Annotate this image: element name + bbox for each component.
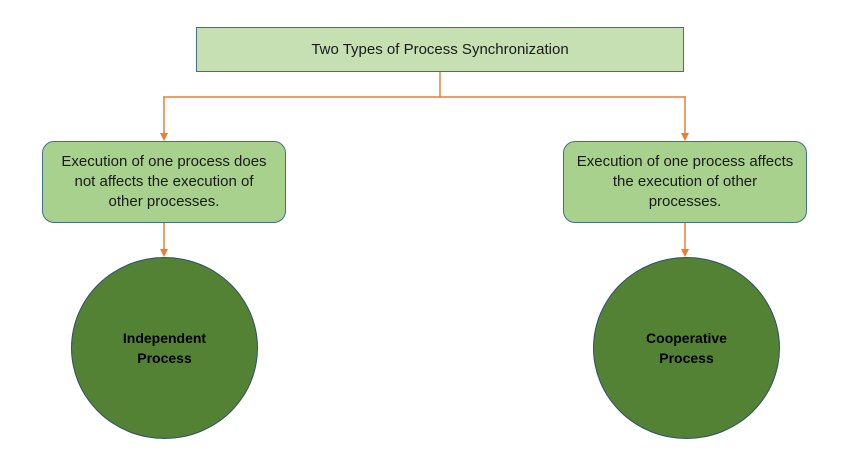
title-box: Two Types of Process Synchronization bbox=[196, 27, 684, 72]
independent-description-box: Execution of one process does not affect… bbox=[42, 141, 286, 223]
independent-process-circle: Independent Process bbox=[71, 257, 258, 439]
cooperative-process-circle: Cooperative Process bbox=[593, 257, 780, 439]
cooperative-description-box: Execution of one process affects the exe… bbox=[563, 141, 807, 223]
title-text: Two Types of Process Synchronization bbox=[311, 41, 569, 58]
independent-description-text: Execution of one process does not affect… bbox=[61, 153, 267, 210]
cooperative-description-text: Execution of one process affects the exe… bbox=[576, 153, 794, 210]
independent-process-label: Independent Process bbox=[122, 330, 207, 366]
cooperative-process-label: Cooperative Process bbox=[646, 330, 727, 366]
